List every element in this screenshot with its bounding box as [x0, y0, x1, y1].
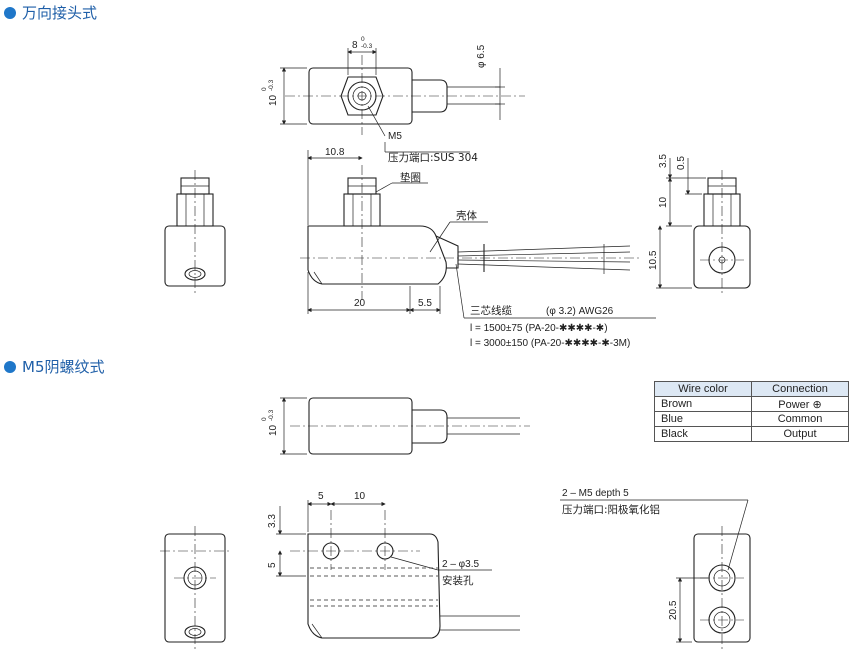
dim-10-top: 10 [354, 491, 366, 502]
table-header-row: Wire color Connection [654, 381, 849, 397]
tol-upper: 0 [261, 417, 268, 421]
dim-10-8: 10.8 [325, 147, 345, 158]
mount-hole-inner [188, 270, 202, 278]
cable-length-1: l = 1500±75 (PA-20-✱✱✱✱-✱) [470, 323, 608, 334]
housing-chamfer [311, 623, 323, 639]
tol-lower: -0.3 [268, 409, 275, 421]
tol-lower: -0.3 [268, 79, 275, 91]
wire-color-table: Wire color Connection Brown Power ⊕ Blue… [654, 381, 849, 442]
mount-hole-label: 安装孔 [442, 574, 474, 587]
port-material-al: 压力端口:阳极氧化铝 [562, 503, 660, 516]
housing-outline [308, 397, 413, 455]
right-end-view-m5: 20.5 2 – M5 depth 5 压力端口:阳极氧化铝 [560, 488, 751, 650]
top-view-m5: 10 0 -0.3 [261, 397, 530, 455]
tol-upper: 0 [261, 87, 268, 91]
top-view-universal: 8 0 -0.3 φ 6.5 10 0 -0.3 M5 压力端口:SUS 304 [261, 36, 525, 164]
leader-line [429, 221, 451, 253]
table-row: Black Output [654, 426, 849, 442]
front-view-universal: 10.8 垫圈 壳体 20 5.5 三芯线缆 (φ 3.2) AWG26 l =… [300, 147, 656, 349]
housing-label: 壳体 [456, 209, 477, 222]
dim-phi-6-5: φ 6.5 [476, 44, 487, 68]
dim-5-5: 5.5 [418, 298, 432, 309]
column-header: Wire color [654, 381, 752, 397]
bullet-icon [4, 6, 16, 19]
right-end-view-universal: 3.5 0.5 10 10.5 [648, 154, 751, 295]
cable-label: 三芯线缆 [470, 304, 512, 317]
connection-cell: Common [751, 411, 849, 427]
dim-3-3: 3.3 [267, 514, 278, 528]
dim-10-5: 10.5 [648, 250, 659, 270]
table-row: Brown Power ⊕ [654, 396, 849, 412]
strain-relief [412, 79, 448, 113]
wire-color-cell: Blue [654, 411, 752, 427]
front-view-m5: 5 10 3.3 5 2 – φ3.5 安装孔 [267, 491, 520, 639]
bullet-icon [4, 360, 16, 373]
leader-line [390, 556, 439, 571]
dim-3-5: 3.5 [658, 154, 669, 168]
wire-line [457, 245, 631, 253]
dim-0-5: 0.5 [676, 156, 687, 170]
connection-cell: Power ⊕ [751, 396, 849, 412]
wire-line [457, 251, 631, 257]
gasket-label: 垫圈 [400, 171, 421, 184]
cable-spec: (φ 3.2) AWG26 [546, 306, 614, 317]
housing-side [307, 533, 441, 639]
tol-lower: -0.3 [361, 43, 373, 50]
wire-color-cell: Brown [654, 396, 752, 412]
leader-line [375, 182, 393, 193]
section-header-universal-joint: 万向接头式 [4, 2, 97, 23]
housing-chamfer [313, 271, 323, 285]
left-end-view-universal [164, 170, 226, 295]
left-end-view-m5 [160, 526, 230, 650]
m5-depth-spec: 2 – M5 depth 5 [562, 488, 629, 499]
wire-line [457, 263, 631, 271]
dim-5-top: 5 [318, 491, 324, 502]
dim-10: 10 [268, 94, 279, 106]
strain-relief [435, 235, 459, 269]
strain-relief [412, 409, 448, 444]
section-header-m5-female: M5阴螺纹式 [4, 356, 105, 377]
housing-side [307, 225, 447, 285]
connection-cell: Output [751, 426, 849, 442]
section-title: 万向接头式 [22, 4, 98, 22]
table-row: Blue Common [654, 411, 849, 427]
wire-line [457, 259, 631, 263]
dim-20: 20 [354, 298, 366, 309]
holes-spec: 2 – φ3.5 [442, 559, 480, 570]
port-material-sus: 压力端口:SUS 304 [388, 151, 478, 164]
leader-line [367, 105, 386, 137]
leader-line [727, 499, 749, 571]
wire-color-cell: Black [654, 426, 752, 442]
dim-8: 8 [352, 40, 358, 51]
dim-10-m5: 10 [268, 424, 279, 436]
dim-10-side: 10 [658, 196, 669, 208]
section-title: M5阴螺纹式 [22, 358, 105, 376]
column-header: Connection [751, 381, 849, 397]
dim-5-side: 5 [267, 562, 278, 568]
tol-upper: 0 [361, 36, 365, 43]
leader-line [455, 263, 465, 319]
cable-length-2: l = 3000±150 (PA-20-✱✱✱✱-✱-3M) [470, 338, 630, 349]
dim-20-5: 20.5 [668, 600, 679, 620]
m5-label: M5 [388, 131, 402, 142]
